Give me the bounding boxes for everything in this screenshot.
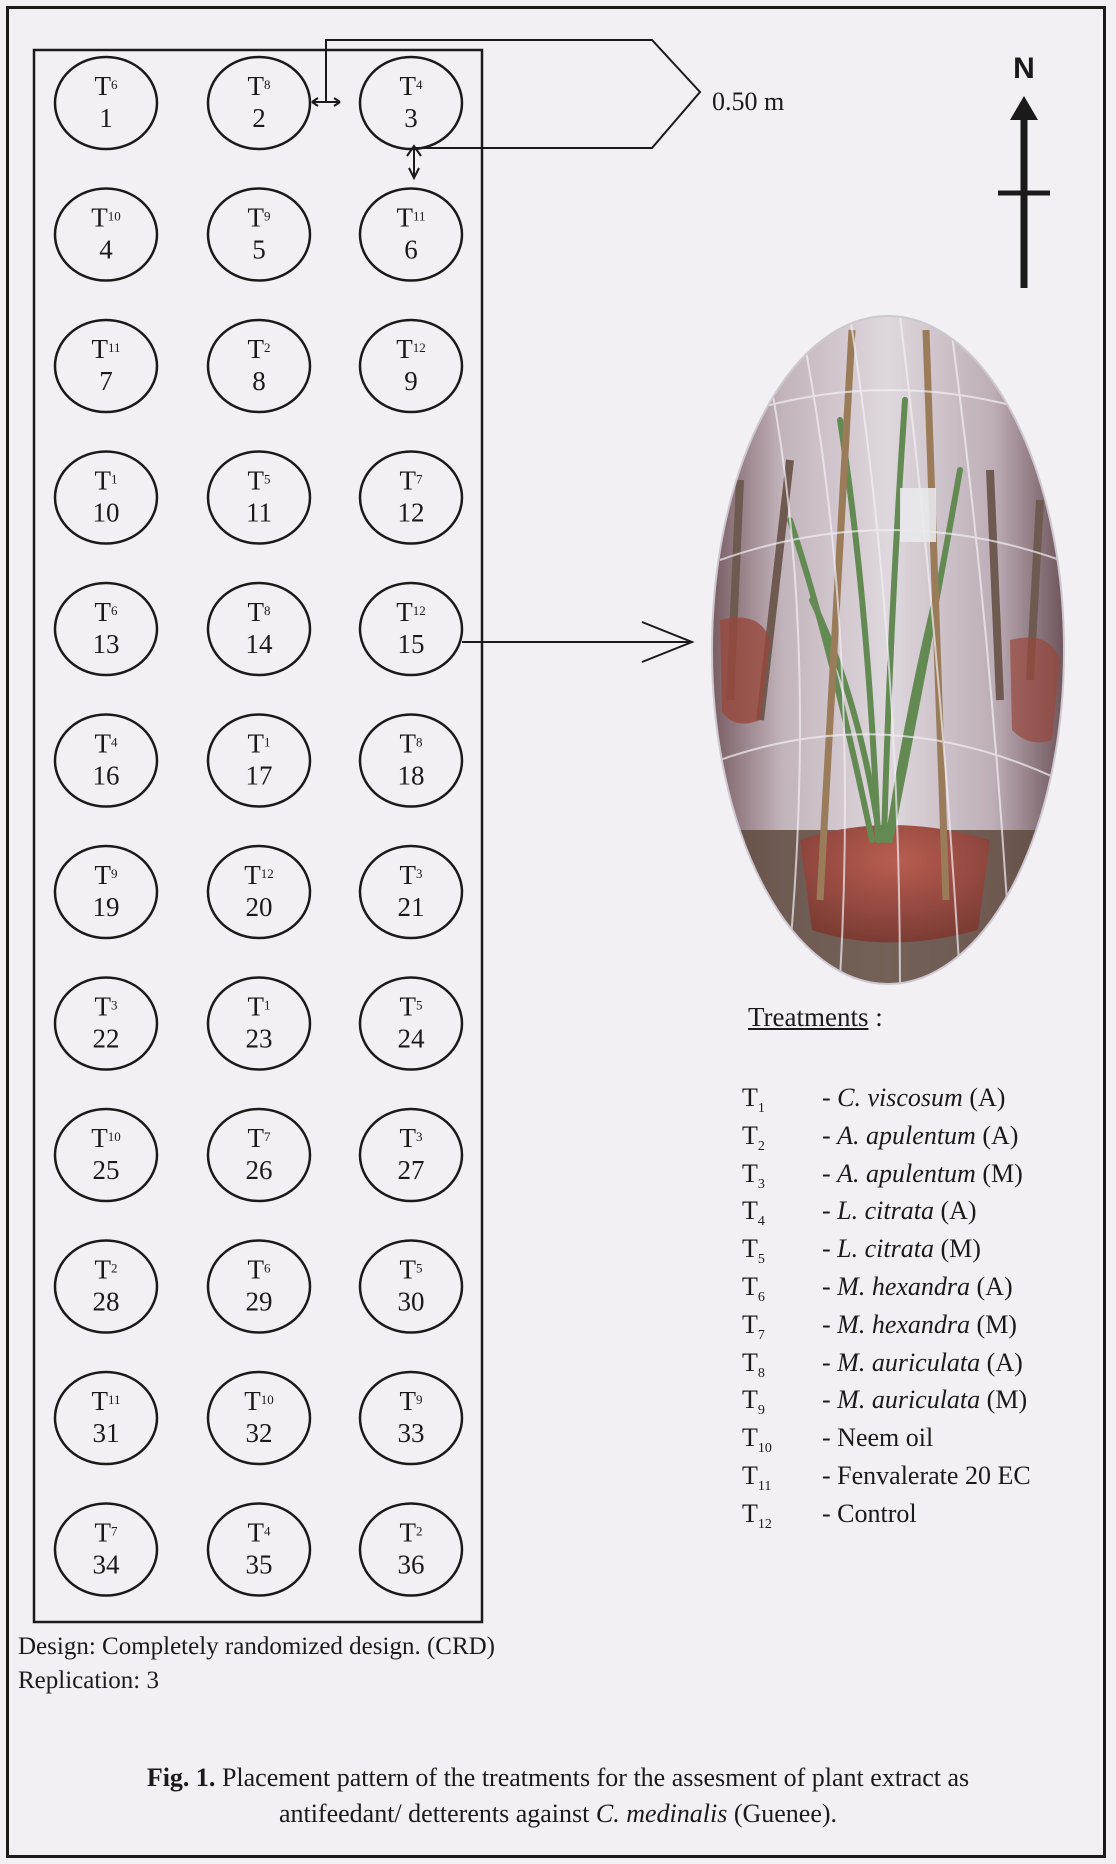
legend-code: T12 [742, 1499, 772, 1533]
design-note: Design: Completely randomized design. (C… [18, 1630, 495, 1664]
legend-description: - Fenvalerate 20 EC [822, 1461, 1031, 1491]
legend-description: - M. hexandra (M) [822, 1310, 1017, 1340]
legend-item: T3 - A. apulentum (M) [742, 1159, 1102, 1197]
legend-code: T11 [742, 1461, 771, 1495]
legend-title: Treatments : [748, 1002, 883, 1033]
legend-item: T1 - C. viscosum (A) [742, 1083, 1102, 1121]
legend-description: - Control [822, 1499, 917, 1529]
legend-description: - A. apulentum (M) [822, 1159, 1023, 1189]
caption-text-1: Placement pattern of the treatments for … [215, 1763, 969, 1792]
caption-text-3: (Guenee). [727, 1799, 837, 1828]
legend-item: T12 - Control [742, 1499, 1102, 1537]
legend-item: T10 - Neem oil [742, 1423, 1102, 1461]
legend-item: T2 - A. apulentum (A) [742, 1121, 1102, 1159]
legend-item: T11 - Fenvalerate 20 EC [742, 1461, 1102, 1499]
treatment-legend: T1- C. viscosum (A)T2- A. apulentum (A)T… [742, 1083, 1102, 1537]
legend-code: T4 [742, 1196, 765, 1230]
legend-code: T7 [742, 1310, 765, 1344]
caption-species: C. medinalis [596, 1799, 727, 1828]
legend-code: T5 [742, 1234, 765, 1268]
legend-item: T4 - L. citrata (A) [742, 1196, 1102, 1234]
legend-description: - M. auriculata (A) [822, 1348, 1023, 1378]
legend-item: T6 - M. hexandra (A) [742, 1272, 1102, 1310]
legend-item: T9 - M. auriculata (M) [742, 1385, 1102, 1423]
legend-item: T8 - M. auriculata (A) [742, 1348, 1102, 1386]
design-notes: Design: Completely randomized design. (C… [18, 1630, 495, 1698]
replication-note: Replication: 3 [18, 1664, 495, 1698]
legend-description: - Neem oil [822, 1423, 933, 1453]
caption-label: Fig. 1. [147, 1763, 216, 1792]
legend-code: T10 [742, 1423, 772, 1457]
legend-item: T5 - L. citrata (M) [742, 1234, 1102, 1272]
legend-description: - C. viscosum (A) [822, 1083, 1005, 1113]
legend-code: T1 [742, 1083, 765, 1117]
figure-caption: Fig. 1. Placement pattern of the treatme… [30, 1760, 1086, 1832]
legend-code: T8 [742, 1348, 765, 1382]
legend-description: - M. auriculata (M) [822, 1385, 1027, 1415]
caption-text-2: antifeedant/ detterents against [279, 1799, 596, 1828]
legend-item: T7 - M. hexandra (M) [742, 1310, 1102, 1348]
legend-code: T2 [742, 1121, 765, 1155]
legend-description: - L. citrata (A) [822, 1196, 977, 1226]
legend-description: - L. citrata (M) [822, 1234, 981, 1264]
legend-code: T9 [742, 1385, 765, 1419]
legend-description: - A. apulentum (A) [822, 1121, 1018, 1151]
legend-code: T6 [742, 1272, 765, 1306]
legend-description: - M. hexandra (A) [822, 1272, 1013, 1302]
legend-code: T3 [742, 1159, 765, 1193]
